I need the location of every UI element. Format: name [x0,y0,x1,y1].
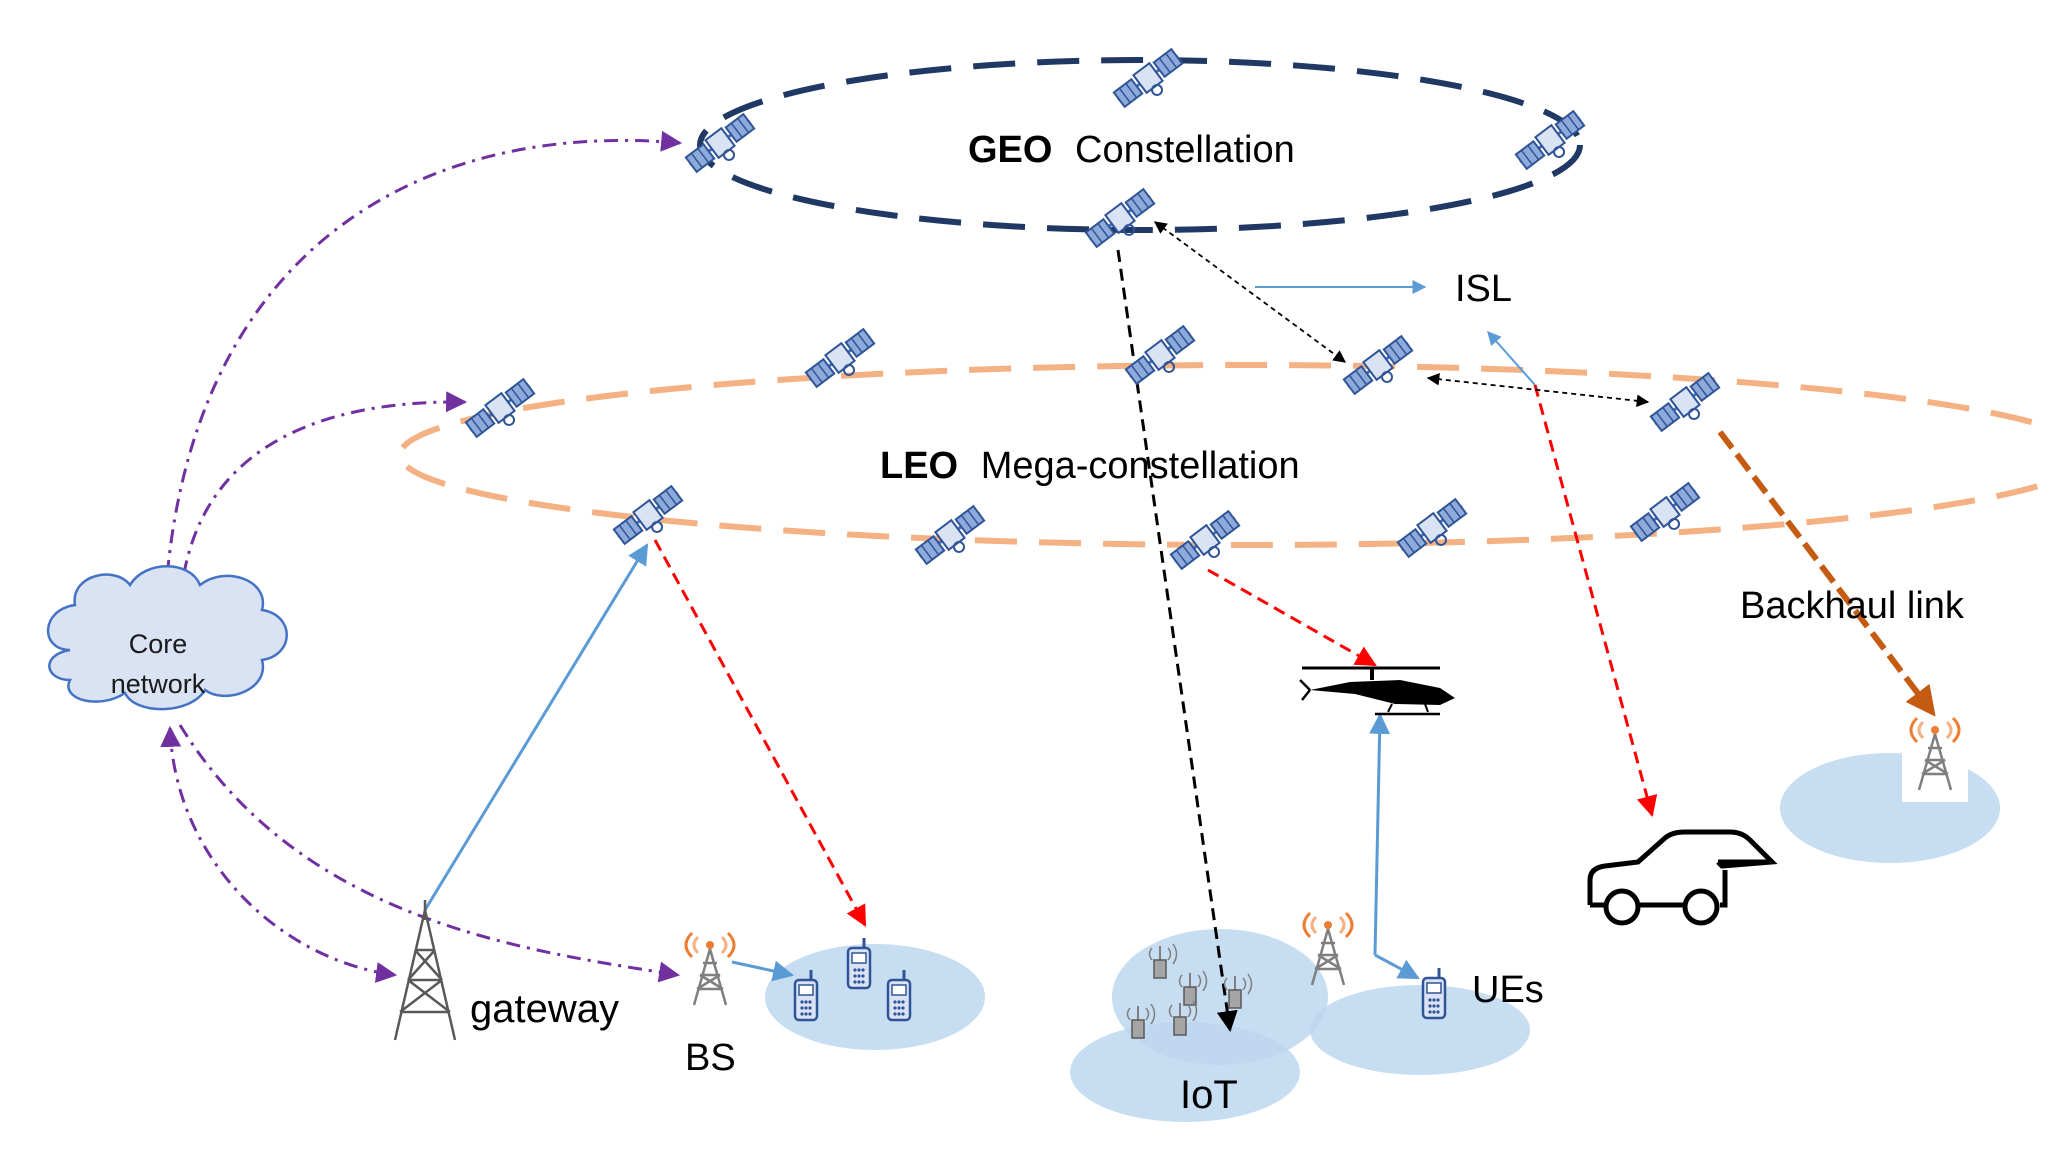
satellite-icon [1395,496,1475,568]
base-station-icon [1902,716,1968,802]
core-network-label-line1: Core [129,629,188,659]
ues-label: UEs [1472,969,1544,1011]
downlinks [653,384,1658,927]
leo-orbit [397,362,2048,548]
satellite-icon [1083,186,1163,258]
satellite-icon [803,326,883,398]
leo-label-rest: Mega-constellation [981,445,1300,487]
phone-icon [1421,966,1447,1020]
geo-label: GEO Constellation [968,129,1295,171]
geo-label-bold: GEO [968,129,1052,171]
core-network-label-line2: network [111,669,206,699]
satellite-icon [683,111,763,183]
car-icon [1587,829,1778,926]
backhaul-arrow [1717,430,1936,717]
gateway-label: gateway [470,987,619,1031]
leo-label: LEO Mega-constellation [880,445,1300,487]
satellite-icon [1648,370,1728,442]
iot-label: IoT [1180,1073,1238,1117]
backhaul-label: Backhaul link [1740,585,1965,627]
coverage-areas [765,753,2000,1122]
satellite-icon [1628,480,1708,552]
satellite-icon [1123,323,1203,395]
helicopter-icon [1299,666,1455,716]
satellite-icon [1513,108,1593,180]
isl-label: ISL [1455,268,1512,310]
geo-label-rest: Constellation [1075,129,1295,171]
cloud-icon [46,565,288,711]
uplinks [423,280,1536,982]
geo-leo-links [1116,221,1650,1033]
core-network-links [155,130,683,983]
bs-label: BS [685,1037,736,1079]
leo-label-bold: LEO [880,445,958,487]
tower-icon [393,900,457,1041]
geo-orbit [697,57,1583,233]
base-station-icon [684,931,736,1007]
satellite-icon [463,376,543,448]
